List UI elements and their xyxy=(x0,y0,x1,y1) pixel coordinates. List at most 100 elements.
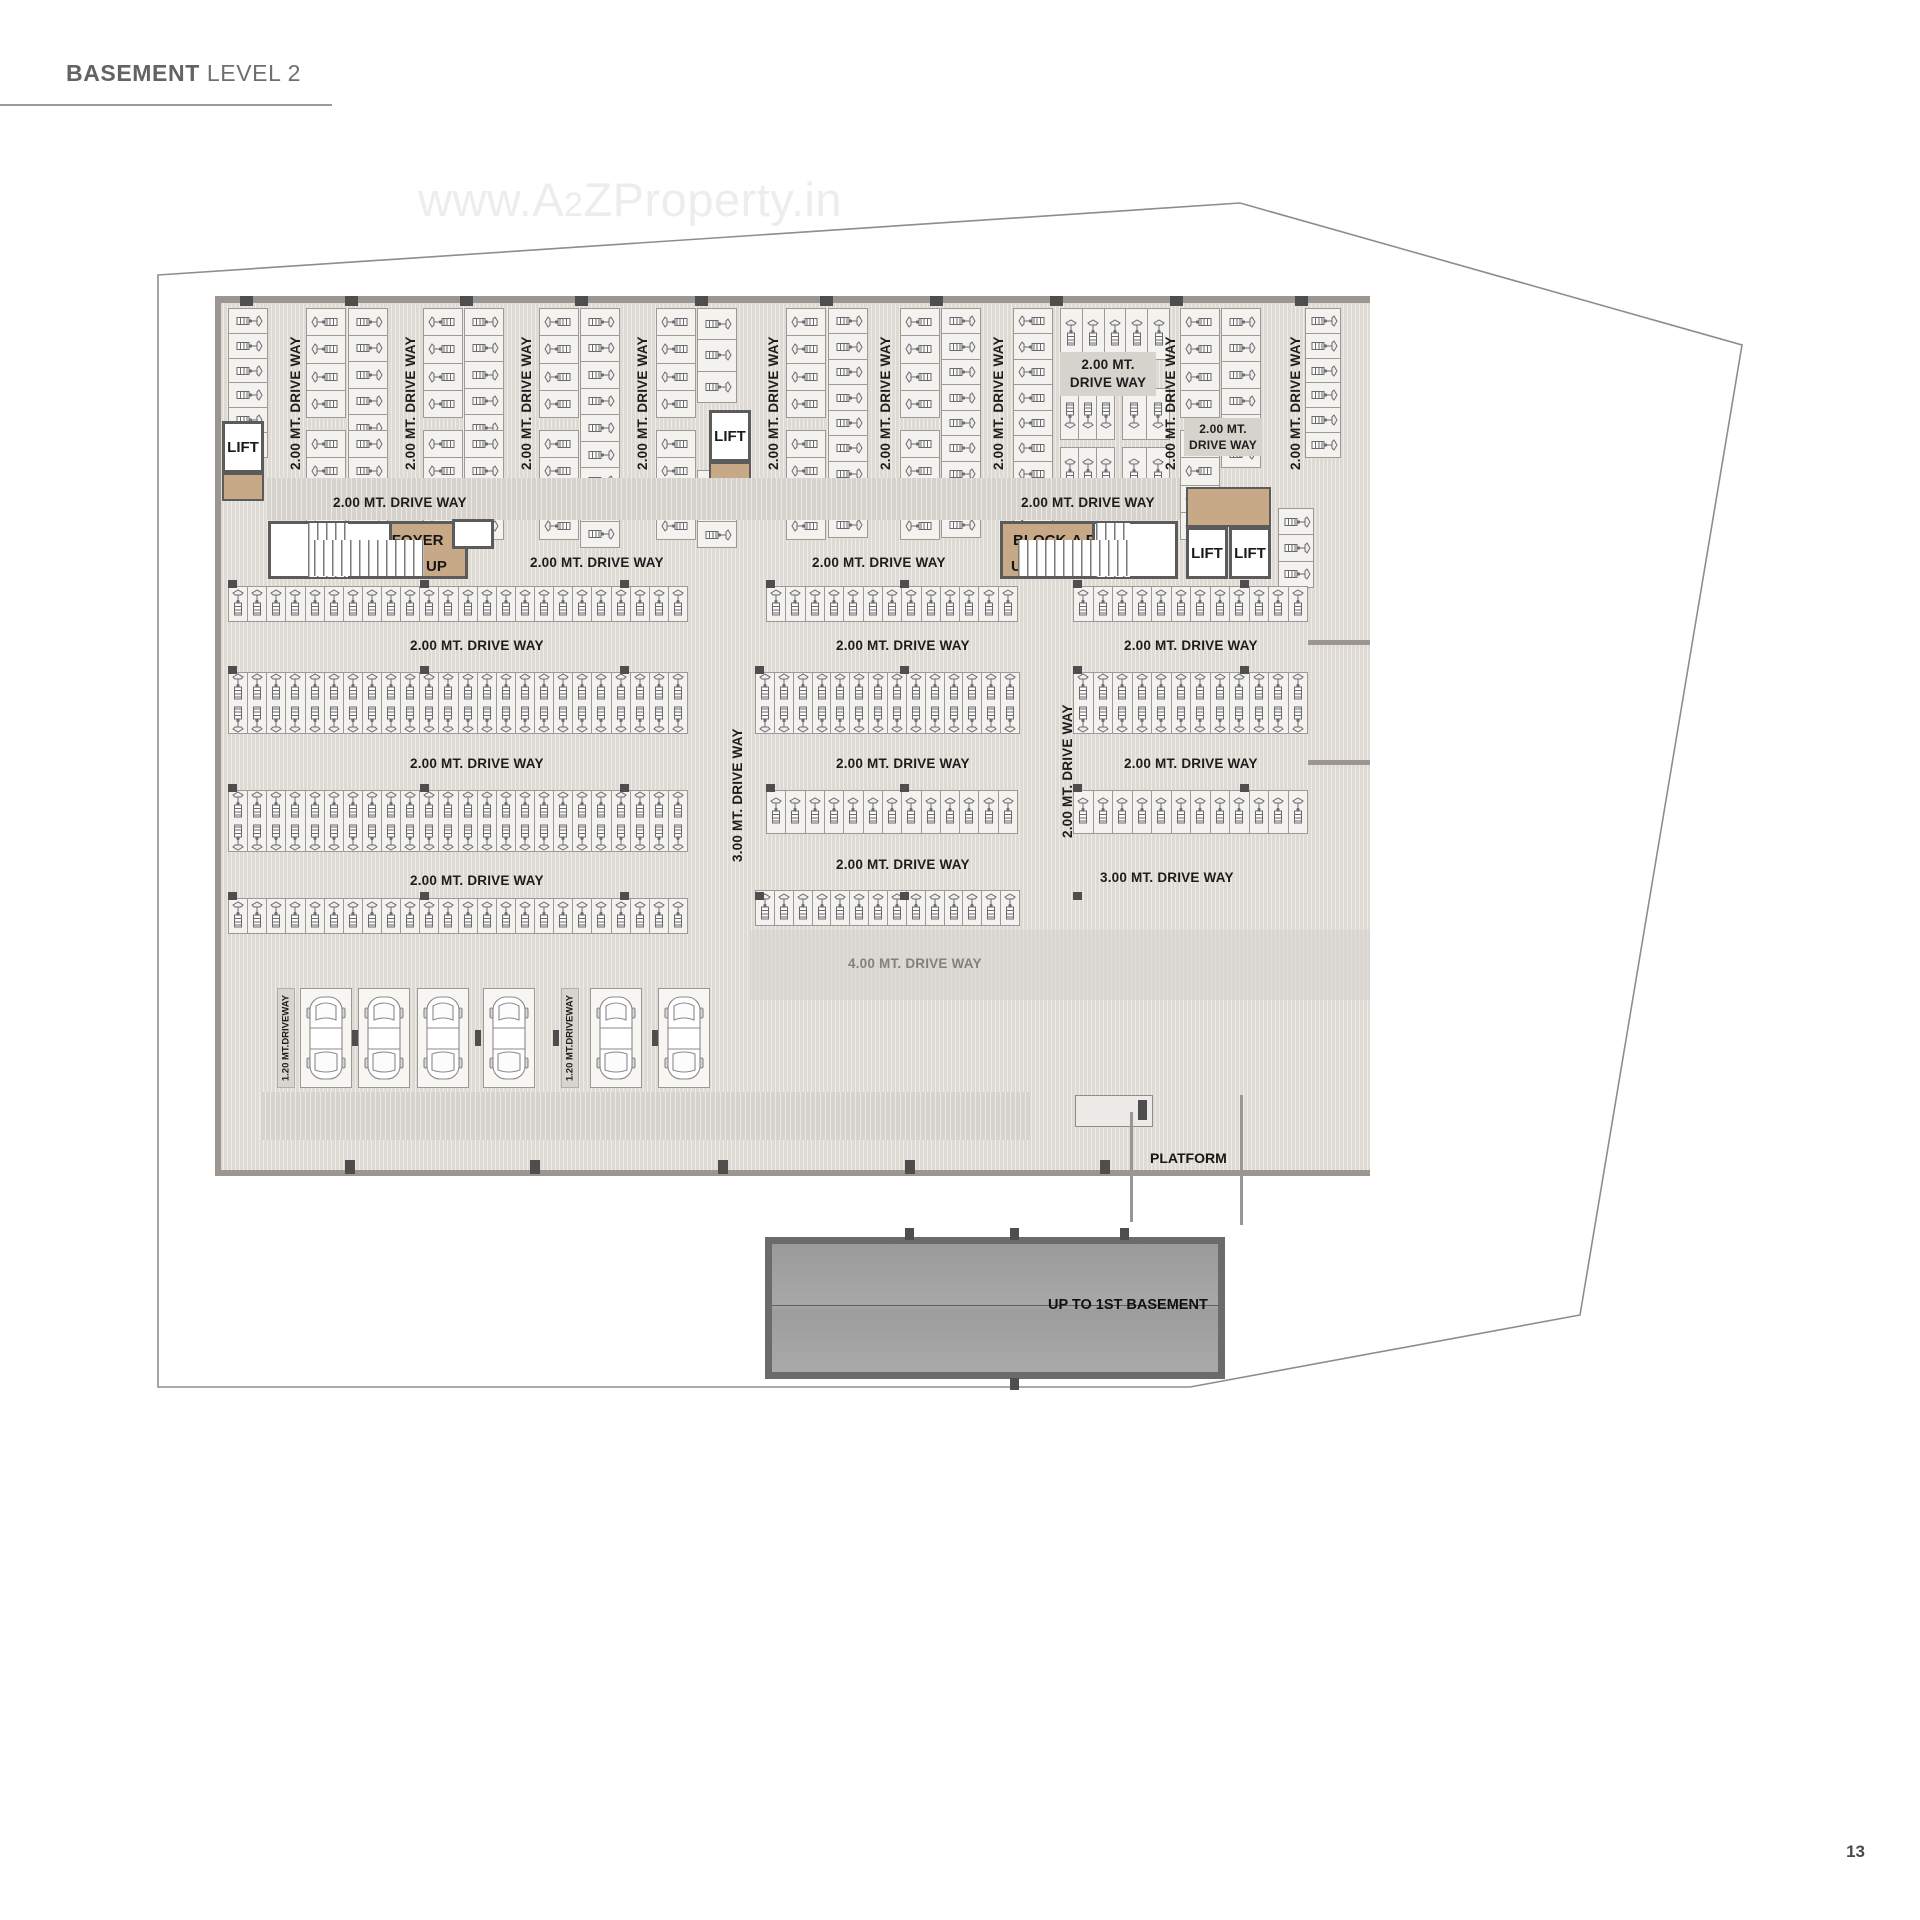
parking-bay[interactable] xyxy=(863,791,883,833)
parking-bay[interactable] xyxy=(1306,333,1340,359)
parking-bay[interactable] xyxy=(630,673,650,733)
parking-bay[interactable] xyxy=(382,673,402,733)
parking-bay[interactable] xyxy=(362,587,382,621)
parking-bay[interactable] xyxy=(774,673,794,733)
parking-bay[interactable] xyxy=(787,309,825,337)
parking-bay[interactable] xyxy=(844,587,864,621)
parking-bay[interactable] xyxy=(1113,673,1133,733)
parking-bay[interactable] xyxy=(515,587,535,621)
parking-bay[interactable] xyxy=(1079,389,1097,439)
parking-bay[interactable] xyxy=(496,587,516,621)
parking-bay[interactable] xyxy=(362,899,382,933)
parking-bay[interactable] xyxy=(424,309,462,337)
parking-bay[interactable] xyxy=(581,388,619,416)
parking-bay[interactable] xyxy=(1148,309,1169,359)
parking-bay[interactable] xyxy=(349,335,387,362)
parking-bay[interactable] xyxy=(458,587,478,621)
parking-bay[interactable] xyxy=(1269,587,1289,621)
parking-bay[interactable] xyxy=(477,673,497,733)
parking-bay[interactable] xyxy=(787,363,825,391)
parking-bay[interactable] xyxy=(248,791,268,851)
parking-bay[interactable] xyxy=(998,587,1018,621)
parking-bay[interactable] xyxy=(1222,388,1260,415)
parking-bay[interactable] xyxy=(1126,309,1149,359)
parking-bay[interactable] xyxy=(465,335,503,362)
parking-bay[interactable] xyxy=(1181,363,1219,391)
lift-right-1[interactable]: LIFT xyxy=(1186,527,1228,579)
parking-bay[interactable] xyxy=(657,309,695,337)
parking-bay[interactable] xyxy=(307,431,345,459)
parking-bay[interactable] xyxy=(1014,309,1052,335)
lift-center[interactable]: LIFT xyxy=(709,410,751,462)
parking-bay[interactable] xyxy=(657,336,695,364)
parking-bay[interactable] xyxy=(248,899,268,933)
parking-bay[interactable] xyxy=(362,791,382,851)
parking-bay[interactable] xyxy=(305,587,325,621)
parking-bay[interactable] xyxy=(906,891,926,925)
parking-bay[interactable] xyxy=(1306,358,1340,384)
parking-bay[interactable] xyxy=(829,385,867,411)
parking-bay[interactable] xyxy=(535,587,555,621)
parking-bay[interactable] xyxy=(401,587,421,621)
parking-bay[interactable] xyxy=(668,899,687,933)
parking-bay[interactable] xyxy=(496,673,516,733)
parking-bay[interactable] xyxy=(979,587,999,621)
parking-bay[interactable] xyxy=(465,388,503,415)
parking-bay[interactable] xyxy=(630,587,650,621)
parking-bay[interactable] xyxy=(554,587,574,621)
parking-bay[interactable] xyxy=(1171,791,1191,833)
parking-bay[interactable] xyxy=(882,791,903,833)
parking-bay[interactable] xyxy=(698,309,736,341)
parking-bay[interactable] xyxy=(382,791,402,851)
parking-bay[interactable] xyxy=(515,673,535,733)
parking-bay[interactable] xyxy=(229,673,249,733)
parking-bay[interactable] xyxy=(611,791,631,851)
parking-bay[interactable] xyxy=(477,899,497,933)
parking-bay[interactable] xyxy=(267,587,287,621)
parking-bay[interactable] xyxy=(942,436,980,462)
parking-bay[interactable] xyxy=(229,333,267,359)
parking-bay[interactable] xyxy=(824,587,845,621)
parking-bay[interactable] xyxy=(1093,587,1113,621)
parking-bay[interactable] xyxy=(657,363,695,391)
parking-bay[interactable] xyxy=(698,340,736,372)
parking-bay[interactable] xyxy=(1132,673,1152,733)
parking-bay[interactable] xyxy=(1230,791,1250,833)
parking-bay[interactable] xyxy=(982,891,1002,925)
parking-bay[interactable] xyxy=(1249,587,1269,621)
parking-bay[interactable] xyxy=(592,899,612,933)
parking-bay[interactable] xyxy=(540,363,578,391)
parking-bay[interactable] xyxy=(267,673,287,733)
parking-bay[interactable] xyxy=(787,390,825,417)
parking-bay[interactable] xyxy=(942,309,980,335)
parking-bay[interactable] xyxy=(477,587,497,621)
parking-bay[interactable] xyxy=(649,791,669,851)
parking-bay[interactable] xyxy=(535,899,555,933)
parking-bay[interactable] xyxy=(805,791,825,833)
parking-bay[interactable] xyxy=(1082,309,1105,359)
parking-bay[interactable] xyxy=(1181,336,1219,364)
parking-bay[interactable] xyxy=(496,899,516,933)
parking-bay[interactable] xyxy=(1152,673,1172,733)
parking-bay[interactable] xyxy=(1288,791,1307,833)
parking-bay[interactable] xyxy=(829,410,867,437)
parking-bay[interactable] xyxy=(515,791,535,851)
parking-bay[interactable] xyxy=(829,436,867,462)
parking-bay[interactable] xyxy=(401,899,421,933)
parking-bay[interactable] xyxy=(286,673,306,733)
parking-bay[interactable] xyxy=(1191,791,1211,833)
parking-bay[interactable] xyxy=(535,673,555,733)
parking-bay[interactable] xyxy=(998,791,1018,833)
parking-bay[interactable] xyxy=(554,899,574,933)
parking-bay[interactable] xyxy=(1074,673,1094,733)
parking-bay[interactable] xyxy=(554,673,574,733)
parking-bay[interactable] xyxy=(944,891,964,925)
parking-bay[interactable] xyxy=(657,431,695,459)
parking-bay[interactable] xyxy=(581,309,619,336)
parking-bay[interactable] xyxy=(1269,673,1289,733)
parking-bay[interactable] xyxy=(420,791,440,851)
parking-bay[interactable] xyxy=(901,431,939,459)
parking-bay[interactable] xyxy=(592,587,612,621)
parking-bay[interactable] xyxy=(850,891,870,925)
parking-bay[interactable] xyxy=(901,336,939,364)
